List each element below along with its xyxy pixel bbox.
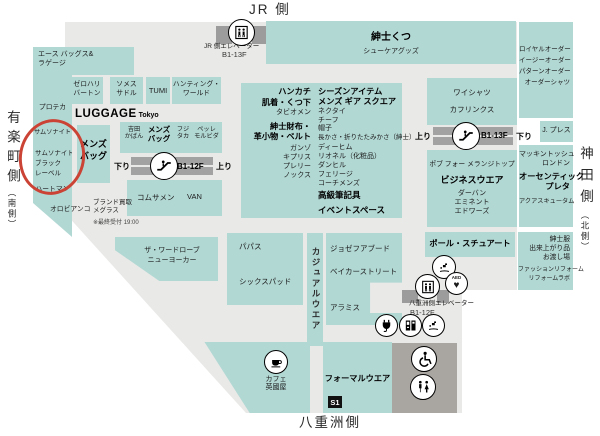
aed-icon: AED ♥: [445, 272, 468, 295]
yaesu-side-label: 八重洲側: [299, 415, 361, 430]
zero-halliburton-block: ゼロハリ バートン: [71, 77, 103, 104]
yurakucho-side-label: 有楽町側（南側）: [5, 110, 20, 230]
escalator-up-label: 上り: [216, 162, 232, 171]
center-accessories-block: ハンカチ 肌着・くつ下 タビオメン 紳士財布・ 革小物・ベルト ガンゾ キプリス…: [241, 83, 416, 218]
vending-machine-icon: [399, 314, 422, 337]
mens-bag-block: メンズ バッグ: [77, 125, 110, 183]
brand-kaitori-label: ブランド買取 メグラス: [93, 199, 132, 214]
paul-stuart-block: ポール・スチュアート: [425, 232, 515, 257]
escalator-down-label: 下り: [516, 132, 532, 141]
mackintosh-block: マッキントッシュ ロンドン オーセンティック プレタ アクアスキュータム: [519, 145, 584, 227]
shirts-block: ワイシャツ カフリンクス: [427, 78, 517, 125]
cafe-label: カフェ 英國屋: [265, 376, 287, 392]
order-salon-block: ロイヤルオーダー イージーオーダー パターンオーダー オーダーシャツ: [519, 22, 573, 118]
escalator-icon: [150, 152, 178, 180]
kanda-side-label: 神田側（北側）: [578, 146, 593, 253]
yoshida-kaban-block: 吉田 かばん メンズ バッグ フジ タカ ペッレ モルビダ: [120, 122, 222, 153]
yaesu-elevator-label: 八重洲側エレベーター: [409, 300, 474, 307]
escalator-up-label: 上り: [415, 132, 431, 141]
yaesu-elevator-shaft-right: [437, 290, 449, 303]
coffee-cup-icon: [264, 350, 288, 374]
restroom-icon: [410, 374, 436, 400]
hunting-world-block: ハンティング・ ワールド: [172, 77, 221, 104]
business-wear-block: ポブ フォー メランジトップ ビジネスウエア ダーバン エミネント エドワーズ: [427, 150, 517, 227]
water-fountain-icon: [422, 314, 445, 337]
elevator-icon: [228, 19, 255, 46]
jr-elevator-shaft-right: [252, 26, 266, 44]
suits-pickup-block: 紳士服 出来上がり品 お渡し場 ファッションリフォーム リフォームラボ: [518, 232, 584, 290]
brand-yoshida: 吉田 かばん: [124, 126, 144, 141]
power-plug-icon: [375, 314, 398, 337]
papas-block: パパス シックスパッド: [227, 233, 303, 305]
escalator-down-label: 下り: [114, 162, 130, 171]
brand-mens-bag: メンズ バッグ: [147, 125, 171, 143]
yaesu-elevator-shaft-left: [402, 290, 418, 303]
somes-saddle-block: ソメス サドル: [110, 77, 143, 104]
escalator-icon: [452, 122, 480, 150]
wheelchair-icon: [411, 346, 437, 372]
jr-elevator-label: JR 側エレベーター: [204, 43, 260, 50]
s1-badge: S1: [328, 396, 342, 408]
brand-fujitaka: フジ タカ: [176, 126, 190, 141]
kaitori-note: ※最終受付 19:00: [93, 220, 139, 226]
jr-side-label: JR 側: [249, 2, 291, 17]
escalator-floors-label: B1-13F: [481, 131, 508, 140]
left-column-block: プロテカ サムソナイト サムソナイト ブラック レーベル ハートマン: [33, 75, 72, 237]
shoes-section: 紳士くつ シューケアグッズ: [266, 21, 516, 64]
elevator-icon: [415, 274, 440, 299]
jpress-block: J. プレス: [540, 121, 573, 142]
luggage-area-title: LUGGAGE Tokyo: [75, 108, 159, 120]
ace-bags-block: エース バッグス& ラゲージ: [33, 47, 134, 75]
escalator-floors-label: B1-12F: [177, 162, 204, 171]
comme-ca-men-block: コムサメン VAN: [127, 180, 222, 216]
jr-elevator-floors: B1-13F: [222, 50, 247, 59]
yaesu-elevator-floors: B1-12F: [410, 308, 435, 317]
orobianco-label: オロビアンコ: [50, 206, 91, 213]
brand-pelle-morbida: ペッレ モルビダ: [194, 126, 219, 141]
casual-wear-strip: カジュアルウエア: [307, 233, 323, 346]
tumi-block: TUMI: [146, 77, 170, 104]
